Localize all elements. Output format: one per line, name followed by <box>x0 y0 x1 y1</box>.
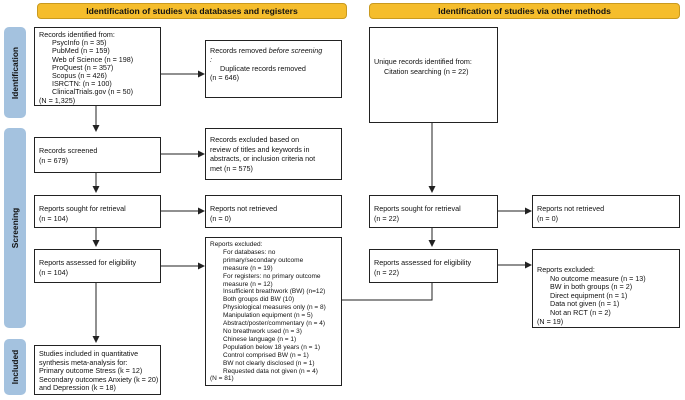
exclusion-reason: BW not clearly disclosed (n = 1) <box>223 359 315 367</box>
exclusion-reason-right: No outcome measure (n = 13) <box>550 273 646 283</box>
box-reports-not-retrieved-right: Reports not retrieved (n = 0) <box>532 195 680 228</box>
records-identified-title: Records identified from: <box>39 30 115 39</box>
box-records-excluded: Records excluded based on review of titl… <box>205 128 342 180</box>
exclusion-reason: Manipulation equipment (n = 5) <box>223 312 313 320</box>
reports-assessed-title: Reports assessed for eligibility <box>39 258 137 267</box>
records-identified-total: (N = 1,325) <box>39 95 76 105</box>
not-retrieved-title: Reports not retrieved <box>210 204 278 213</box>
reports-assessed-count: (n = 104) <box>39 268 68 277</box>
source-item: PsycInfo (n = 35) <box>52 38 107 48</box>
exclusion-reason-right: Not an RCT (n = 2) <box>550 307 611 317</box>
exclusion-reason: For registers: no primary outcome <box>223 272 321 280</box>
phase-screening: Screening <box>4 128 26 328</box>
box-records-screened: Records screened (n = 679) <box>34 137 161 173</box>
exclusion-reason: Physiological measures only (n = 8) <box>223 304 326 312</box>
source-item: ClinicalTrials.gov (n = 50) <box>52 87 134 97</box>
box-reports-assessed-right: Reports assessed for eligibility (n = 22… <box>369 249 498 283</box>
exclusion-reason: Chinese language (n = 1) <box>223 335 297 343</box>
box-studies-included: Studies included in quantitative synthes… <box>34 345 161 395</box>
records-removed-title-end: : <box>210 55 212 64</box>
excluded-line: Records excluded based on <box>210 135 300 144</box>
source-item: Web of Science (n = 198) <box>52 54 134 64</box>
records-removed-count: (n = 646) <box>210 73 239 82</box>
exclusion-reason: Requested data not given (n = 4) <box>223 367 318 375</box>
box-records-identified: Records identified from: PsycInfo (n = 3… <box>34 27 161 106</box>
exclusion-reason: No breathwork used (n = 3) <box>223 327 302 335</box>
exclusion-reason-right: Data not given (n = 1) <box>550 299 620 309</box>
unique-records-title: Unique records identified from: <box>374 57 472 66</box>
box-reports-excluded: Reports excluded: For databases: no prim… <box>205 237 342 386</box>
box-reports-excluded-right: Reports excluded: No outcome measure (n … <box>532 249 680 328</box>
exclusion-reason: measure (n = 12) <box>223 280 273 288</box>
exclusion-reason: measure (n = 19) <box>223 264 273 272</box>
exclusion-reason: Insufficient breathwork (BW) (n=12) <box>223 288 326 296</box>
citation-searching: Citation searching (n = 22) <box>384 66 469 76</box>
records-removed-title: Records removed before screening <box>210 46 323 55</box>
not-retrieved-right-title: Reports not retrieved <box>537 204 605 213</box>
exclusion-reason: Both groups did BW (10) <box>223 296 295 304</box>
reports-excluded-right-title: Reports excluded: <box>537 265 595 274</box>
header-other-methods: Identification of studies via other meth… <box>369 3 680 19</box>
not-retrieved-count: (n = 0) <box>210 214 231 223</box>
duplicates-removed: Duplicate records removed <box>220 64 306 73</box>
source-item: PubMed (n = 159) <box>52 46 110 56</box>
header-databases: Identification of studies via databases … <box>37 3 347 19</box>
box-reports-not-retrieved: Reports not retrieved (n = 0) <box>205 195 342 228</box>
box-reports-sought-right: Reports sought for retrieval (n = 22) <box>369 195 498 228</box>
source-item: Scopus (n = 426) <box>52 71 107 81</box>
reports-assessed-right-title: Reports assessed for eligibility <box>374 258 472 267</box>
exclusion-reason: Abstract/poster/commentary (n = 4) <box>223 320 326 328</box>
reports-sought-title: Reports sought for retrieval <box>39 204 126 213</box>
reports-excluded-right-total: (N = 19) <box>537 316 564 326</box>
exclusion-reason-right: BW in both groups (n = 2) <box>550 282 633 292</box>
included-line: Secondary outcomes Anxiety (k = 20) <box>39 374 159 384</box>
not-retrieved-right-count: (n = 0) <box>537 214 558 223</box>
exclusion-reason: Population below 18 years (n = 1) <box>223 343 321 351</box>
excluded-line: review of titles and keywords in <box>210 144 310 154</box>
included-line: synthesis meta-analysis for: <box>39 357 128 367</box>
exclusion-reason: For databases: no <box>223 248 276 256</box>
excluded-line: met (n = 575) <box>210 163 253 173</box>
phase-identification: Identification <box>4 27 26 118</box>
reports-sought-count: (n = 104) <box>39 214 68 223</box>
reports-excluded-total: (N = 81) <box>210 375 234 383</box>
included-line: Primary outcome Stress (k = 12) <box>39 366 143 376</box>
reports-excluded-title: Reports excluded: <box>210 241 263 248</box>
exclusion-reason-right: Direct equipment (n = 1) <box>550 290 628 300</box>
reports-sought-right-count: (n = 22) <box>374 214 399 223</box>
records-screened-title: Records screened <box>39 146 98 155</box>
source-item: ProQuest (n = 357) <box>52 62 114 72</box>
phase-included: Included <box>4 339 26 395</box>
included-line: and Depression (k = 18) <box>39 383 116 393</box>
excluded-line: abstracts, or inclusion criteria not <box>210 154 316 163</box>
source-item: ISRCTN: (n = 100) <box>52 79 112 89</box>
exclusion-reason: primary/secondary outcome <box>223 256 304 264</box>
reports-assessed-right-count: (n = 22) <box>374 268 399 277</box>
box-reports-assessed: Reports assessed for eligibility (n = 10… <box>34 249 161 283</box>
records-screened-count: (n = 679) <box>39 156 68 165</box>
box-records-removed: Records removed before screening : Dupli… <box>205 40 342 98</box>
exclusion-reason: Control comprised BW (n = 1) <box>223 351 309 359</box>
box-reports-sought: Reports sought for retrieval (n = 104) <box>34 195 161 228</box>
included-line: Studies included in quantitative <box>39 349 139 358</box>
reports-sought-right-title: Reports sought for retrieval <box>374 204 461 213</box>
box-unique-records: Unique records identified from: Citation… <box>369 27 498 123</box>
